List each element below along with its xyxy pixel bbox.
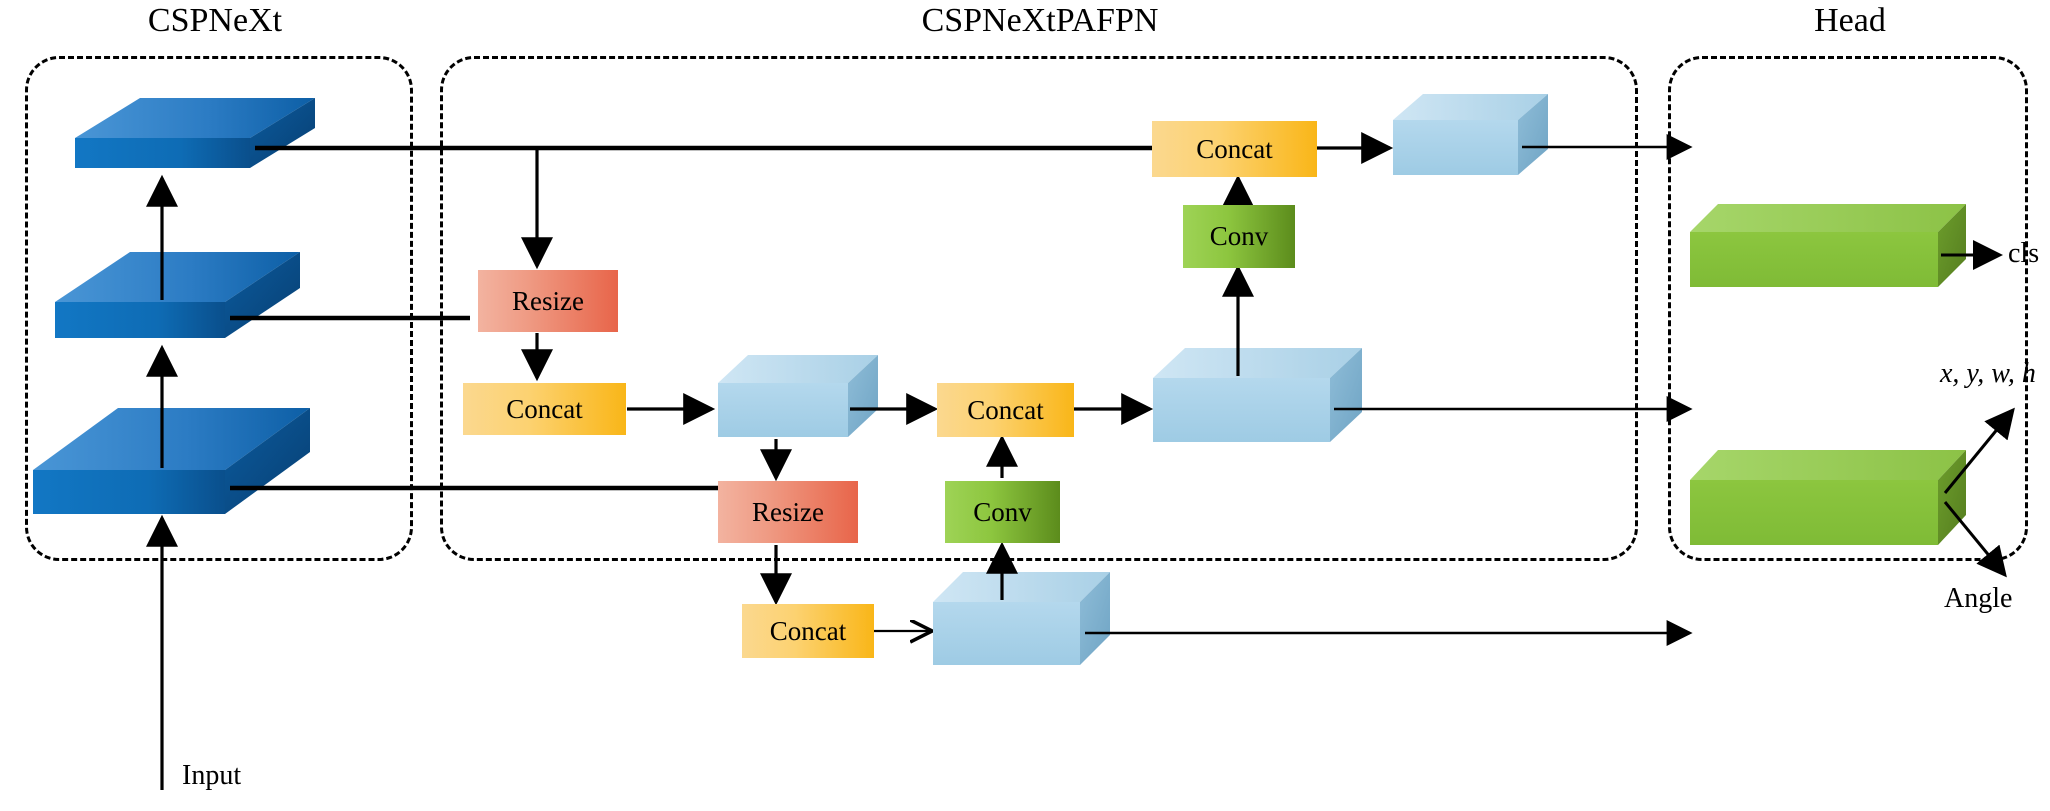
block-resize-mid[interactable]: Resize (718, 481, 858, 543)
label-box: x, y, w, h (1940, 358, 2036, 389)
block-concat-p4-out[interactable]: Concat (937, 383, 1074, 437)
group-frame-head (1668, 56, 2028, 561)
block-concat-p3-bottom[interactable]: Concat (742, 604, 874, 658)
feature-cube-neck-bottom (933, 572, 1110, 665)
group-title-neck: CSPNeXtPAFPN (921, 2, 1159, 39)
group-frame-neck (440, 56, 1638, 561)
block-concat-p5-out[interactable]: Concat (1152, 121, 1317, 177)
block-conv-p3[interactable]: Conv (945, 481, 1060, 543)
label-input: Input (182, 760, 242, 791)
block-resize-top[interactable]: Resize (478, 270, 618, 332)
group-title-head: Head (1814, 2, 1886, 39)
label-cls: cls (2008, 238, 2040, 269)
group-frame-backbone (25, 56, 413, 561)
group-title-backbone: CSPNeXt (147, 2, 283, 39)
block-concat-p4[interactable]: Concat (463, 383, 626, 435)
label-angle: Angle (1944, 583, 2013, 614)
block-conv-p4[interactable]: Conv (1183, 205, 1295, 268)
